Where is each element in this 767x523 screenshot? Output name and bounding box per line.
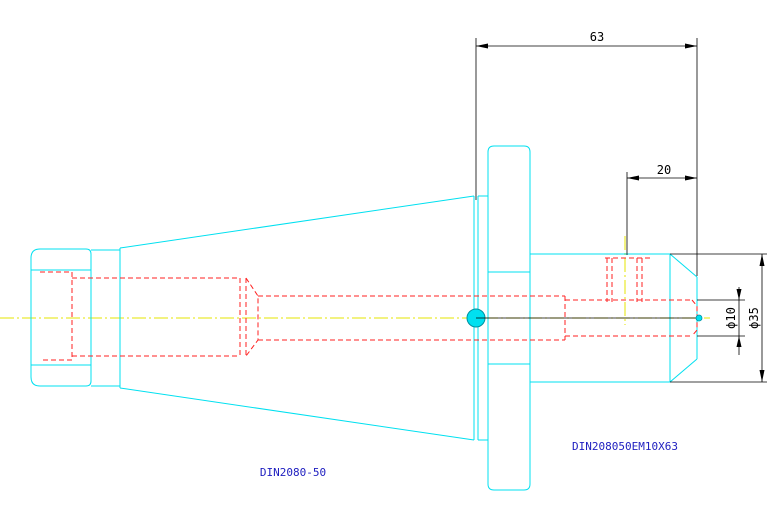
pull-stud-end (30, 248, 121, 388)
dimension-diameter-10: ϕ10 (697, 287, 745, 355)
dimension-diameter-35-text: ϕ35 (747, 307, 761, 329)
taper-standard-label: DIN2080-50 (260, 466, 326, 479)
dimension-diameter-35: ϕ35 (670, 253, 767, 383)
tool-tip-marker (695, 314, 703, 322)
dimension-20-text: 20 (657, 163, 671, 177)
dimension-20: 20 (626, 163, 697, 255)
hidden-bores (40, 257, 698, 361)
dimension-diameter-10-text: ϕ10 (724, 307, 738, 329)
dimension-63: 63 (475, 30, 698, 276)
flange (478, 145, 531, 491)
part-number-label: DIN208050EM10X63 (572, 440, 678, 453)
dimension-63-text: 63 (590, 30, 604, 44)
